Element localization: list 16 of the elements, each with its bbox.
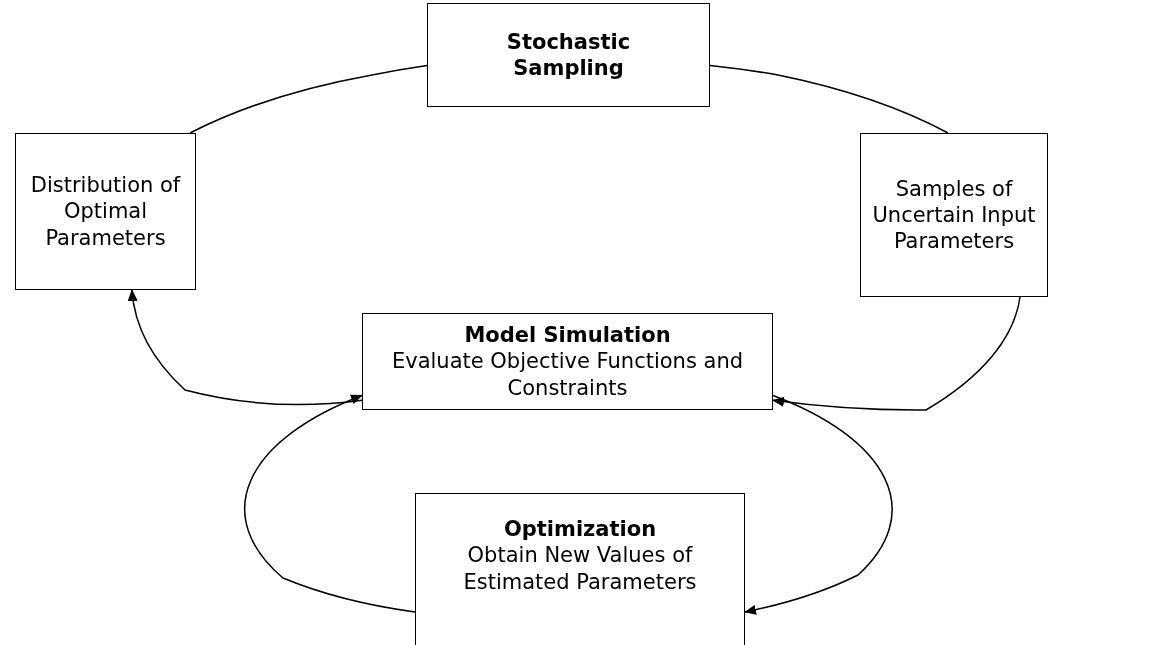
connector-arrow bbox=[128, 289, 363, 406]
box-text: Evaluate Objective Functions and Constraints bbox=[390, 348, 745, 401]
box-text: Samples of Uncertain Input Parameters bbox=[871, 175, 1037, 255]
process-box bbox=[15, 133, 196, 290]
connector-arrow bbox=[772, 296, 1021, 411]
connector-arrow bbox=[744, 394, 893, 615]
process-box bbox=[362, 313, 773, 410]
box-text: Obtain New Values of Estimated Parameters bbox=[462, 542, 698, 595]
box-heading: Model Simulation bbox=[464, 322, 671, 349]
process-box bbox=[860, 133, 1048, 297]
box-heading: Optimization bbox=[503, 516, 657, 543]
process-box bbox=[427, 3, 710, 107]
connector-arrow bbox=[243, 394, 416, 613]
box-heading: Stochastic Sampling bbox=[505, 28, 632, 82]
process-box bbox=[415, 493, 745, 645]
box-text: Distribution of Optimal Parameters bbox=[29, 172, 182, 251]
